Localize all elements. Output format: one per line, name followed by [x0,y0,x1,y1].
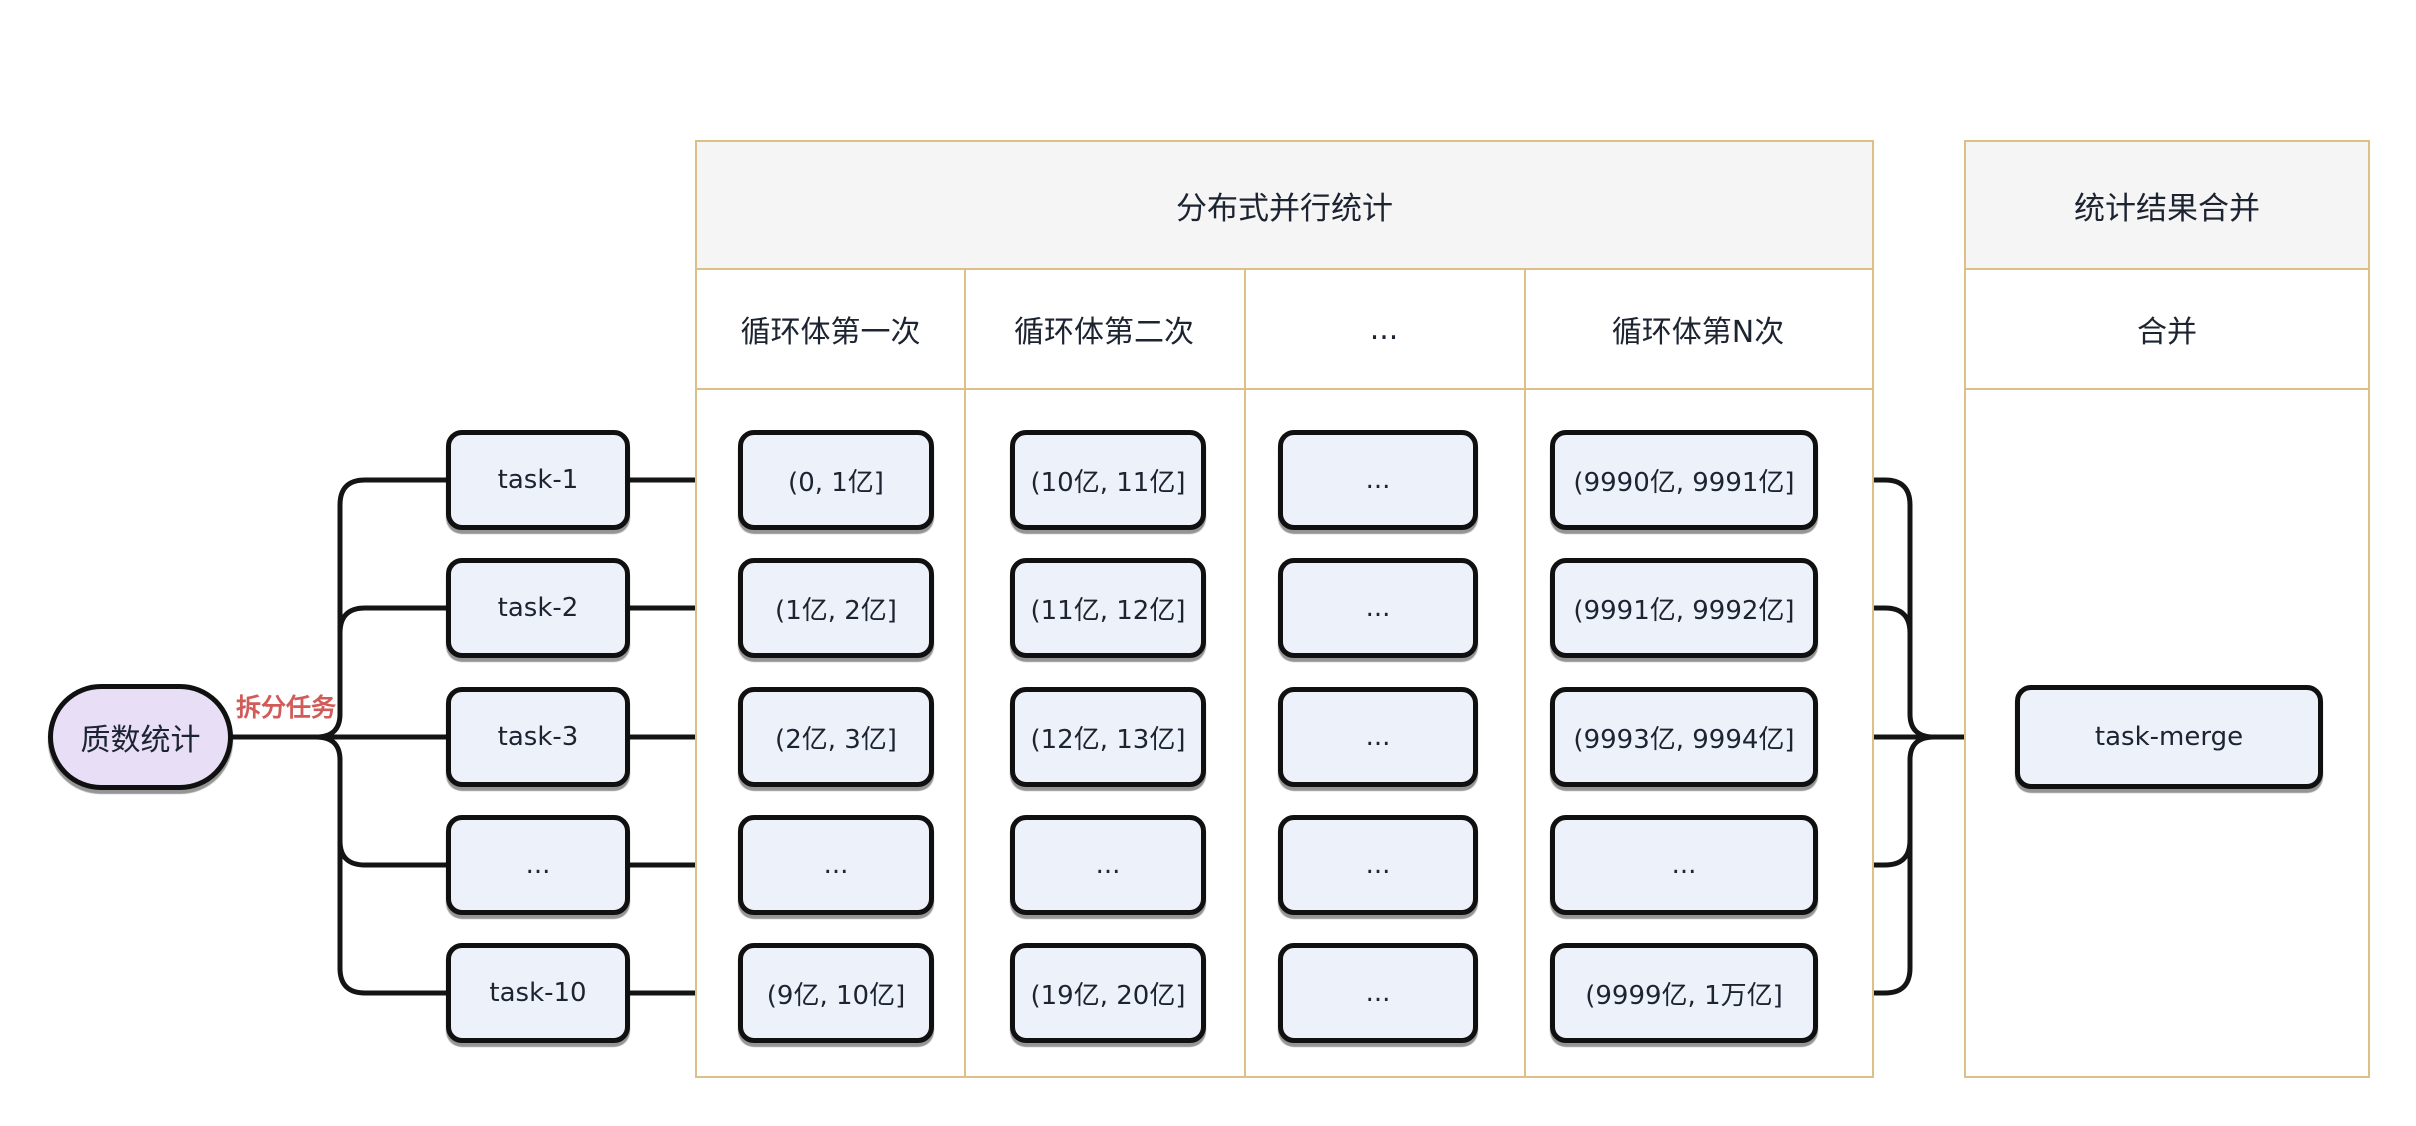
column-divider [1524,270,1526,1076]
range-node: ... [1010,815,1206,915]
column-header-loop-ellipsis: ... [1369,311,1399,347]
range-node: (10亿, 11亿] [1010,430,1206,530]
task-node: task-10 [446,943,630,1043]
column-divider [964,270,966,1076]
column-header-merge: 合并 [2137,315,2197,350]
range-node: (0, 1亿] [738,430,934,530]
range-node: ... [1278,430,1478,530]
connector-line [1815,477,1913,717]
range-node: (9999亿, 1万亿] [1550,943,1818,1043]
connector-line [313,734,343,763]
task-node: task-2 [446,558,630,658]
parallel-panel-title: 分布式并行统计 [697,142,1872,270]
merge-result-panel: 统计结果合并 合并 [1964,140,2370,1078]
range-node: ... [1278,943,1478,1043]
connector-line [1815,757,1913,996]
range-node: ... [1278,815,1478,915]
column-header-loop-2: 循环体第二次 [1014,315,1194,350]
range-node: ... [1550,815,1818,915]
column-divider [1244,270,1246,1076]
range-node: (9亿, 10亿] [738,943,934,1043]
connector-line [337,477,449,717]
range-node: (9993亿, 9994亿] [1550,687,1818,787]
task-node: task-3 [446,687,630,787]
range-node: (9990亿, 9991亿] [1550,430,1818,530]
merge-panel-title: 统计结果合并 [1966,142,2368,270]
task-node: ... [446,815,630,915]
connector-line [337,838,449,868]
parallel-panel-subrow: 循环体第一次 循环体第二次 ... 循环体第N次 [697,270,1872,390]
connector-line [1907,711,1937,740]
split-task-edge-label: 拆分任务 [236,693,337,722]
range-node: ... [738,815,934,915]
range-node: (19亿, 20亿] [1010,943,1206,1043]
range-node: (11亿, 12亿] [1010,558,1206,658]
connector-line [337,757,449,996]
connector-line [1907,734,1937,763]
range-node: (1亿, 2亿] [738,558,934,658]
task-node: task-1 [446,430,630,530]
task-merge-node: task-merge [2015,685,2323,789]
column-header-loop-1: 循环体第一次 [740,315,921,350]
range-node: (12亿, 13亿] [1010,687,1206,787]
range-node: ... [1278,687,1478,787]
connector-line [337,605,449,636]
range-node: (2亿, 3亿] [738,687,934,787]
connector-line [1815,837,1913,868]
column-header-loop-n: 循环体第N次 [1611,315,1785,350]
range-node: (9991亿, 9992亿] [1550,558,1818,658]
range-node: ... [1278,558,1478,658]
source-node-prime-stat: 质数统计 [48,684,233,790]
merge-panel-subrow: 合并 [1966,270,2368,390]
connector-line [1815,605,1913,636]
